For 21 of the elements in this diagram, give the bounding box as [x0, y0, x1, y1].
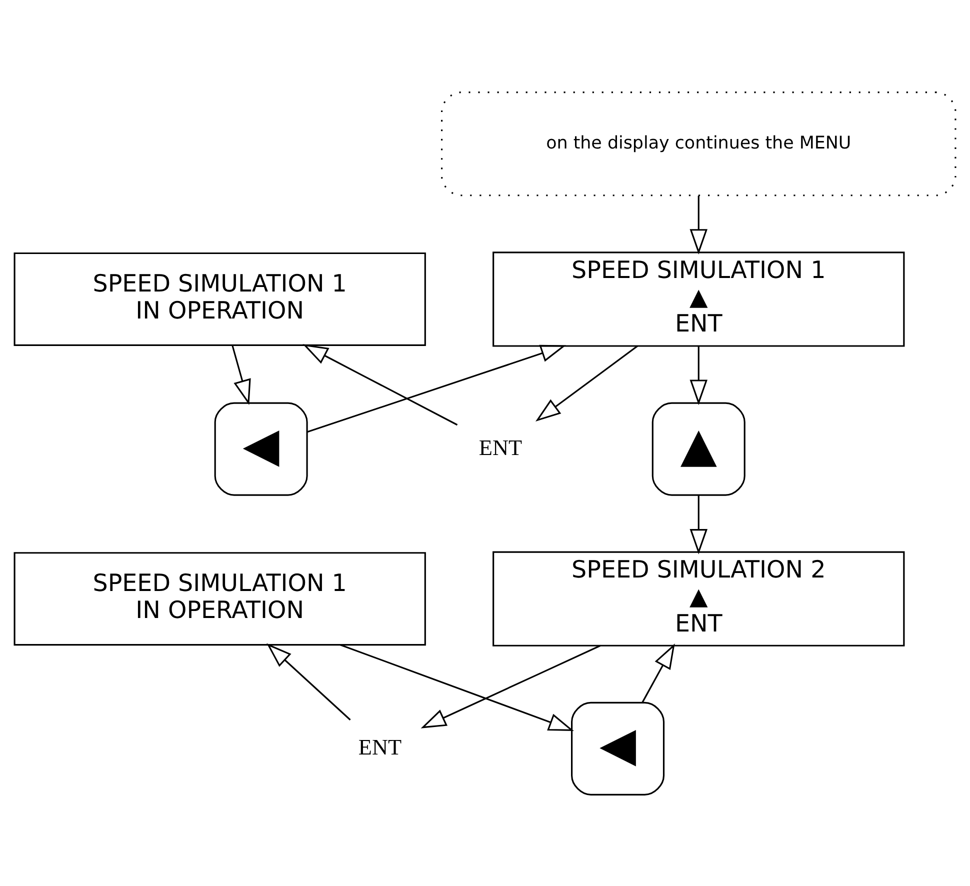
arrow — [535, 344, 638, 422]
node-box: ▲ — [652, 402, 746, 496]
node-box: SPEED SIMULATION 1 IN OPERATION — [14, 552, 426, 646]
arrow — [420, 644, 601, 728]
arrow — [690, 346, 708, 405]
node-text: ENT — [478, 434, 522, 460]
arrow — [340, 644, 574, 730]
arrow — [232, 344, 251, 405]
node-box: ◀ — [214, 402, 308, 496]
node-text: ENT — [358, 734, 402, 760]
node-box: ◀ — [571, 701, 665, 795]
arrow — [266, 642, 351, 720]
node-box: SPEED SIMULATION 2 ▲ ENT — [492, 550, 905, 646]
node-box: SPEED SIMULATION 1 IN OPERATION — [14, 252, 426, 346]
node-box: on the display continues the MENU — [441, 91, 956, 196]
arrow — [302, 344, 458, 426]
node-box: SPEED SIMULATION 1 ▲ ENT — [492, 251, 905, 346]
arrow — [307, 344, 566, 432]
arrow — [690, 195, 708, 254]
arrow — [690, 494, 708, 554]
arrow — [642, 643, 675, 702]
